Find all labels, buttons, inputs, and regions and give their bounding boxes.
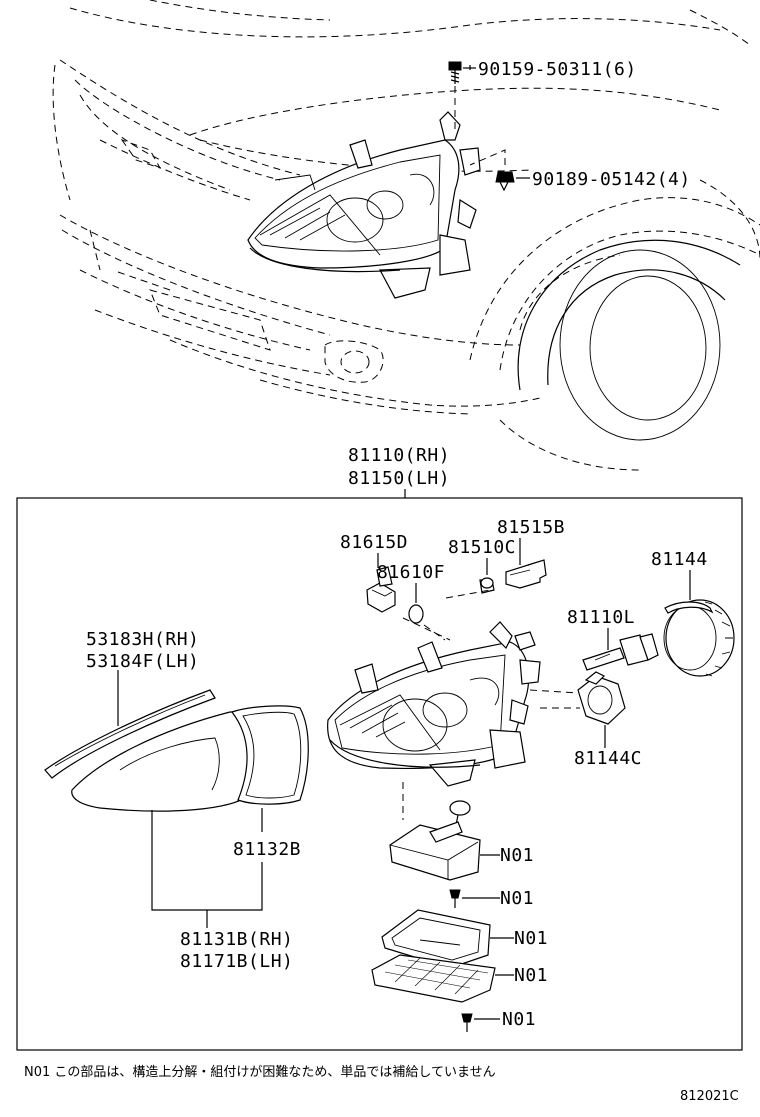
bulb-81110l-icon <box>582 633 659 671</box>
car-front-illustration <box>52 0 760 471</box>
cap-81144-icon <box>663 599 735 677</box>
part-81615d-label: 81615D <box>340 532 408 553</box>
bulb-81610f-icon <box>408 604 424 624</box>
footnote: N01 この部品は、構造上分解・組付けが困難なため、単品では補給していません <box>24 1064 496 1080</box>
top-part-labels: 90159-50311(6) 90189-05142(4) <box>463 59 691 190</box>
part-81144c-label: 81144C <box>574 748 642 769</box>
part-81132b-label: 81132B <box>233 839 301 860</box>
ballast-assembly-icon <box>371 800 514 1032</box>
part-81171b-label: 81171B(LH) <box>180 951 293 972</box>
assembly-lh-label: 81150(LH) <box>348 468 450 489</box>
part-90189-label: 90189-05142(4) <box>532 169 691 190</box>
bulb-sockets <box>366 559 547 641</box>
clip-90189-icon <box>469 149 515 192</box>
part-n01-label: N01 <box>500 845 534 866</box>
socket-81515b-icon <box>505 559 547 589</box>
part-81144-label: 81144 <box>651 549 708 570</box>
part-n01-label: N01 <box>514 965 548 986</box>
part-81131b-label: 81131B(RH) <box>180 929 293 950</box>
part-81515b-label: 81515B <box>497 517 565 538</box>
part-n01-label: N01 <box>502 1009 536 1030</box>
part-labels: 81615D 81515B 81510C 81610F 81144 81110L… <box>86 517 708 1030</box>
part-81510c-label: 81510C <box>448 537 516 558</box>
bulb-81510c-icon <box>479 577 495 594</box>
exploded-view-frame <box>16 497 743 1051</box>
part-n01-label: N01 <box>500 888 534 909</box>
socket-81144c-icon <box>529 671 626 725</box>
lens-assembly-icon <box>44 670 309 928</box>
part-53183h-label: 53183H(RH) <box>86 629 199 650</box>
assembly-rh-label: 81110(RH) <box>348 445 450 466</box>
part-81610f-label: 81610F <box>377 562 445 583</box>
part-n01-label: N01 <box>514 928 548 949</box>
part-81110l-label: 81110L <box>567 607 635 628</box>
bolt-90159-icon <box>448 61 462 130</box>
headlamp-housing-icon <box>327 621 541 820</box>
diagram-code: 812021C <box>680 1089 739 1104</box>
socket-81615d-icon <box>366 566 396 613</box>
assembly-header: 81110(RH) 81150(LH) <box>348 445 450 498</box>
part-90159-label: 90159-50311(6) <box>478 59 637 80</box>
headlamp-on-car <box>247 61 515 299</box>
part-53184f-label: 53184F(LH) <box>86 651 199 672</box>
